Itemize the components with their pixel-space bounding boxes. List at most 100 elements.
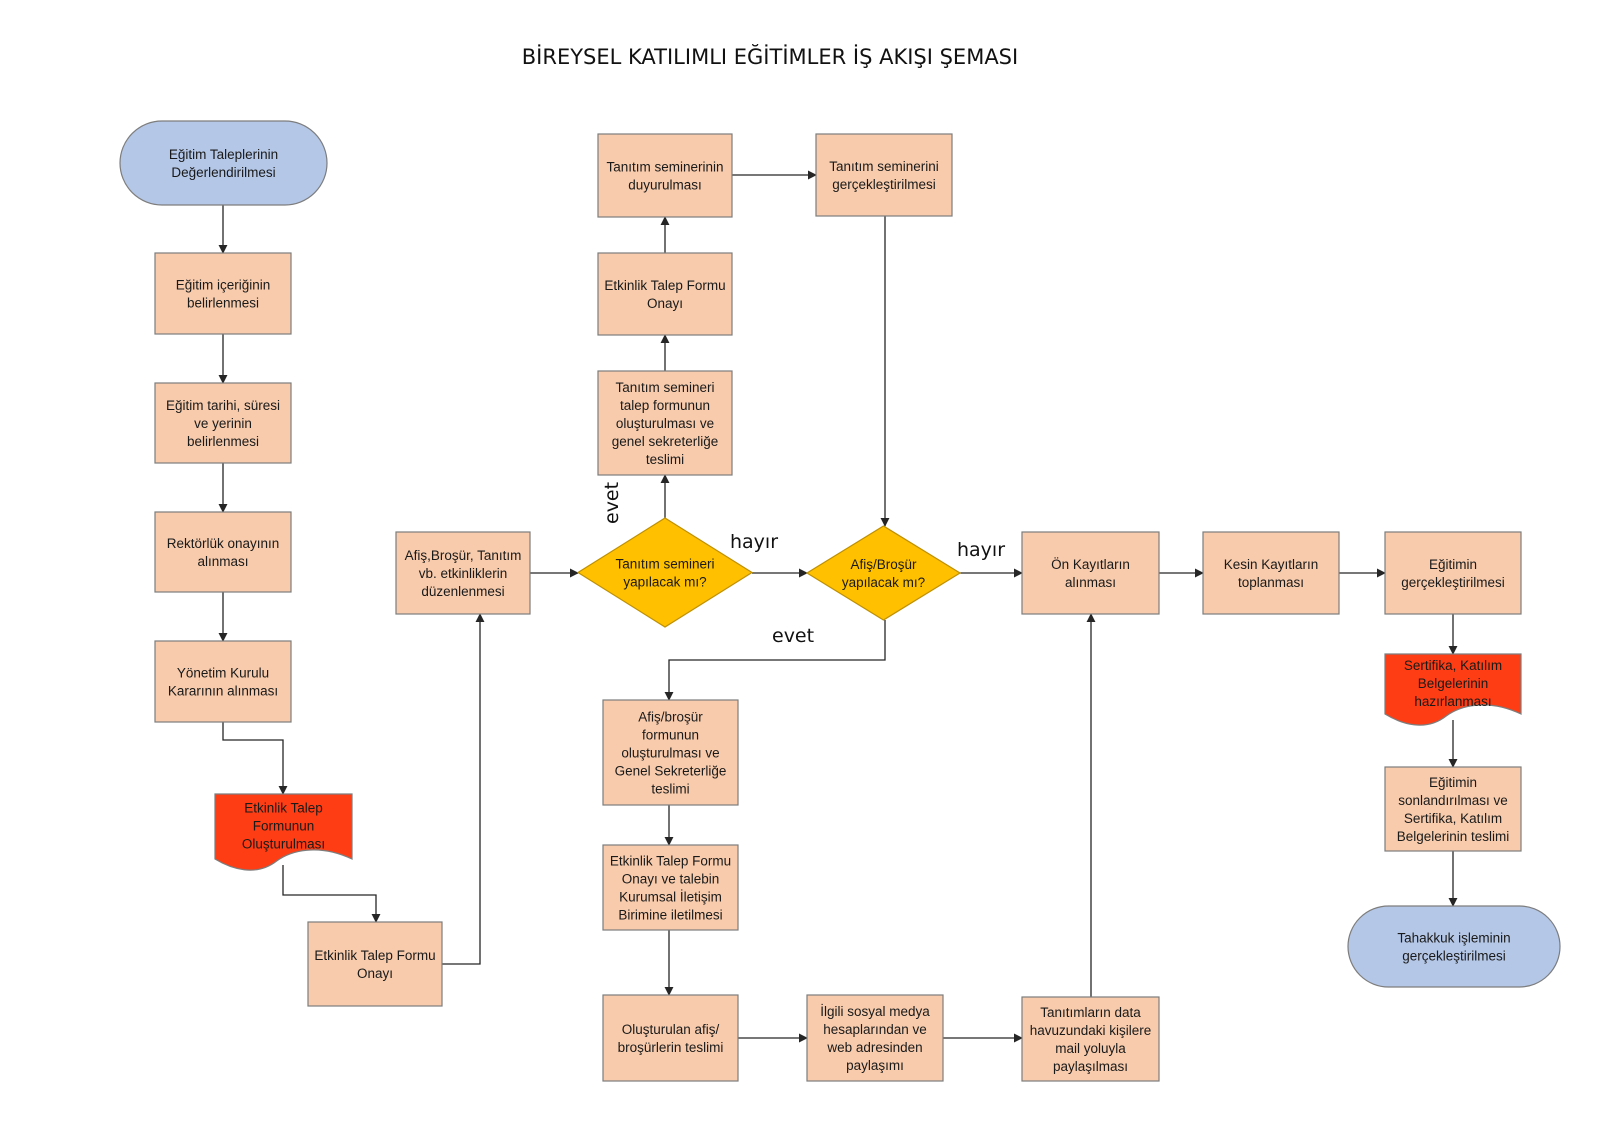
node-n7-shape: [307, 921, 443, 1007]
node-n12-shape: [815, 133, 953, 217]
node-n9-shape: [597, 370, 733, 476]
node-n16-shape: [806, 994, 944, 1082]
node-n19-label-line: Kesin Kayıtların: [1224, 557, 1319, 572]
node-n2: Eğitim içeriğinin belirlenmesi: [154, 252, 292, 335]
node-n6-label-line: Formunun: [253, 819, 315, 834]
node-d2-shape: [805, 525, 962, 621]
node-n11: Tanıtım seminerinin duyurulması: [597, 133, 733, 218]
branch-labels-layer: evet hayır hayır evet: [601, 482, 1005, 647]
node-n22-label-line: Sertifika, Katılım: [1404, 811, 1502, 826]
node-n9: Tanıtım semineri talep formunun oluşturulm…: [597, 370, 733, 476]
node-n5-shape: [154, 640, 292, 723]
node-n21-label-line: Sertifika, Katılım: [1404, 658, 1502, 673]
node-n6-shape: [214, 793, 353, 871]
node-n15-label-line: Oluşturulan afiş/: [622, 1022, 720, 1037]
node-n18-label-line: alınması: [1065, 575, 1116, 590]
node-n10-shape: [597, 252, 733, 336]
node-n10-label-line: Onayı: [647, 296, 683, 311]
node-n22-label-line: sonlandırılması ve: [1398, 793, 1508, 808]
node-n3-label-line: ve yerinin: [194, 416, 252, 431]
node-n15: Oluşturulan afiş/broşürlerin teslimi: [602, 994, 739, 1082]
node-n2-label-line: belirlenmesi: [187, 296, 259, 311]
node-n7-label-line: Etkinlik Talep Formu: [314, 948, 435, 963]
node-n15-shape: [602, 994, 739, 1082]
node-n14-shape: [602, 844, 739, 931]
node-n6-label-line: Etkinlik Talep: [244, 801, 323, 816]
node-n17: Tanıtımların data havuzundaki kişilere mai…: [1021, 996, 1160, 1082]
edge-n5-n6: [222, 722, 288, 795]
node-n4-label-line: alınması: [197, 554, 248, 569]
node-n16-label-line: hesaplarından ve: [823, 1022, 927, 1037]
node-n17-shape: [1021, 996, 1160, 1082]
node-d1: Tanıtım semineri yapılacak mı?: [576, 517, 754, 628]
branch-label-d1-yes: evet: [601, 482, 623, 524]
node-n1-label-line: Eğitim Taleplerinin: [169, 147, 278, 162]
node-n1-label-line: Değerlendirilmesi: [171, 165, 275, 180]
node-n4-shape: [154, 511, 292, 593]
node-n3-label-line: Eğitim tarihi, süresi: [166, 398, 280, 413]
node-n11-label-line: duyurulması: [628, 178, 702, 193]
node-d1-shape: [576, 517, 754, 628]
node-n9-label-line: talep formunun: [620, 398, 710, 413]
node-n7-label-line: Onayı: [357, 966, 393, 981]
node-n13-label-line: Afiş/broşür: [638, 710, 703, 725]
branch-label-d2-yes: evet: [772, 625, 814, 647]
node-n8-shape: [395, 531, 531, 615]
node-d1-label-line: yapılacak mı?: [623, 575, 706, 590]
node-n13-label-line: Genel Sekreterliğe: [615, 764, 727, 779]
node-n6-label-line: Oluşturulması: [242, 837, 325, 852]
node-n8-label-line: Afiş,Broşür, Tanıtım: [405, 548, 522, 563]
node-n17-label-line: havuzundaki kişilere: [1030, 1023, 1152, 1038]
node-n21-shape: [1384, 653, 1522, 726]
node-n3-label-line: belirlenmesi: [187, 434, 259, 449]
edges-layer: [218, 170, 1458, 1043]
node-n9-label-line: oluşturulması ve: [616, 416, 714, 431]
node-n11-label-line: Tanıtım seminerinin: [606, 160, 723, 175]
node-n13: Afiş/broşür formunun oluşturulması ve Genel…: [602, 699, 739, 806]
node-n2-label-line: Eğitim içeriğinin: [176, 278, 271, 293]
node-n5-label-line: Kararının alınması: [168, 684, 278, 699]
node-n21-label-line: Belgelerinin: [1418, 676, 1489, 691]
nodes-layer: Eğitim TaleplerininDeğerlendirilmesiEğit…: [119, 120, 1561, 1082]
node-n20-shape: [1384, 531, 1522, 615]
node-d2-label-line: Afiş/Broşür: [850, 557, 917, 572]
node-n22-label-line: Eğitimin: [1429, 775, 1477, 790]
node-d2-label-line: yapılacak mı?: [842, 575, 925, 590]
node-n8-label-line: vb. etkinliklerin: [419, 566, 508, 581]
node-n19-shape: [1202, 531, 1340, 615]
node-d2: Afiş/Broşür yapılacak mı?: [805, 525, 962, 621]
edge-n7-n8: [442, 613, 485, 965]
node-n2-shape: [154, 252, 292, 335]
node-n8-label-line: düzenlenmesi: [421, 584, 504, 599]
node-n23-label-line: gerçekleştirilmesi: [1402, 949, 1506, 964]
node-n16-label-line: web adresinden: [826, 1040, 922, 1055]
node-n9-label-line: Tanıtım semineri: [615, 380, 714, 395]
node-d1-label-line: Tanıtım semineri: [615, 557, 714, 572]
node-n18-shape: [1021, 531, 1160, 615]
node-n21-label-line: hazırlanması: [1414, 694, 1491, 709]
node-n16-label-line: paylaşımı: [846, 1058, 904, 1073]
node-n22: Eğitimin sonlandırılması ve Sertifika, Kat…: [1384, 766, 1522, 852]
edge-n6-n7: [282, 865, 381, 923]
node-n3: Eğitim tarihi, süresi ve yerinin belirlenm…: [154, 382, 292, 464]
node-n14-label-line: Kurumsal İletişim: [619, 890, 722, 905]
node-n17-label-line: mail yoluyla: [1055, 1041, 1126, 1056]
node-n9-label-line: teslimi: [646, 452, 684, 467]
node-n12-label-line: Tanıtım seminerini: [829, 159, 939, 174]
node-n15-label-line: broşürlerin teslimi: [618, 1040, 724, 1055]
node-n13-label-line: formunun: [642, 728, 699, 743]
node-n13-label-line: teslimi: [651, 782, 689, 797]
node-n17-label-line: Tanıtımların data: [1040, 1005, 1141, 1020]
node-n13-label-line: oluşturulması ve: [621, 746, 719, 761]
node-n23-shape: [1347, 905, 1561, 988]
